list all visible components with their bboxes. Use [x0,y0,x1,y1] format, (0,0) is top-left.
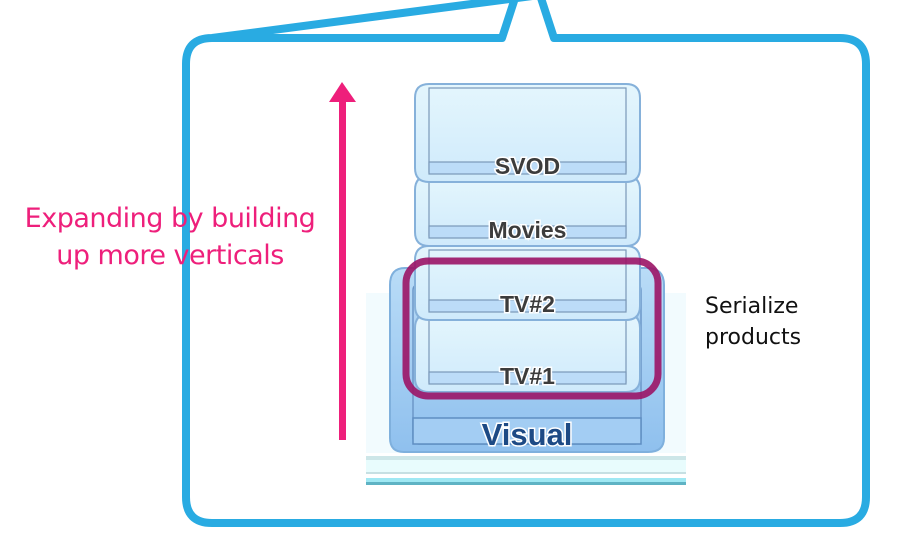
stack-layer-label: TV#1 [500,363,555,389]
serialize-annotation: Serialize products [705,291,801,353]
callout-frame [182,0,870,527]
floor-stripes [366,456,686,485]
expansion-annotation-line1: Expanding by building [24,203,316,234]
serialize-annotation-line2: products [705,325,802,350]
stack-layer-label: TV#2 [500,291,555,317]
stack-layer-label: Movies [489,217,567,243]
stack-layer-label: SVOD [495,153,560,179]
base-label: Visual [482,417,573,452]
stack-layer: TV#2 [414,245,641,321]
expansion-annotation-line2: up more verticals [56,240,284,271]
expansion-annotation: Expanding by building up more verticals [10,200,330,274]
stack-layer: Movies [414,175,641,247]
stack-layer: SVOD [414,83,641,183]
serialize-annotation-line1: Serialize [705,294,799,319]
up-arrow [329,82,356,440]
serialize-highlight [402,257,662,400]
stack-layer: TV#1 [414,313,641,393]
